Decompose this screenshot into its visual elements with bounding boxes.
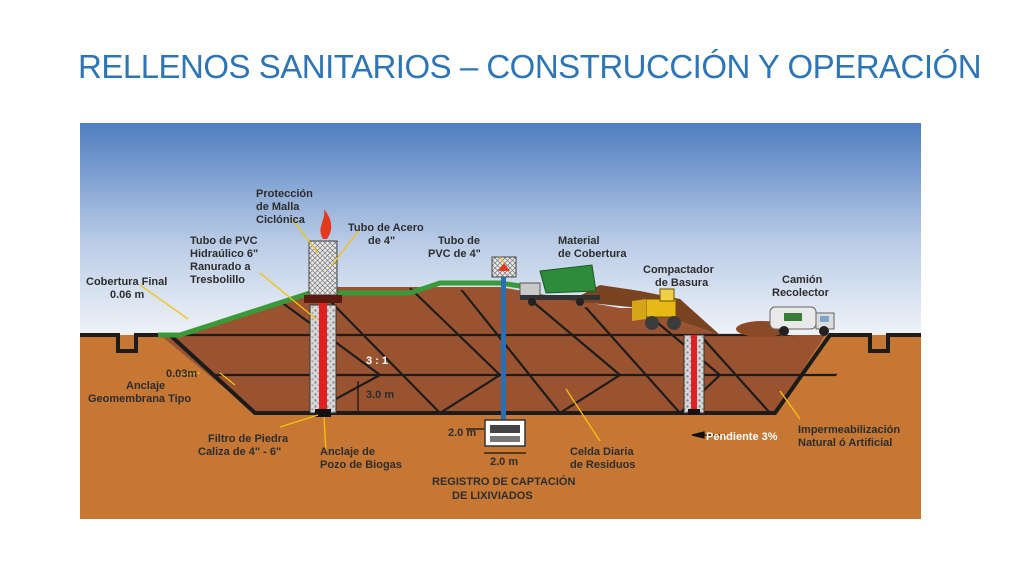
label-pendiente: Pendiente 3%	[706, 431, 778, 443]
dimension-marks	[357, 381, 726, 454]
label-dim-2m-bottom: 2.0 m	[490, 456, 518, 468]
biogas-well	[304, 209, 342, 417]
label-ratio: 3 : 1	[366, 355, 388, 367]
liner-impermeabilization	[80, 333, 921, 415]
label-dim-003: 0.03m	[166, 368, 197, 380]
compactor-icon	[632, 288, 681, 330]
dump-truck-icon	[519, 264, 600, 306]
garbage-truck-icon	[736, 306, 835, 337]
daily-cover-pile	[570, 285, 720, 335]
slide-title: RELLENOS SANITARIOS – CONSTRUCCIÓN Y OPE…	[78, 48, 982, 85]
label-dim-2m-left: 2.0 m	[448, 427, 476, 439]
flame-icon	[320, 209, 332, 239]
pvc-vent-pipe	[491, 256, 517, 433]
leachate-registry-box	[484, 419, 526, 447]
leader-lines	[139, 218, 801, 454]
final-cover	[158, 280, 541, 338]
label-dim-3m: 3.0 m	[366, 389, 394, 401]
right-well	[683, 334, 705, 415]
